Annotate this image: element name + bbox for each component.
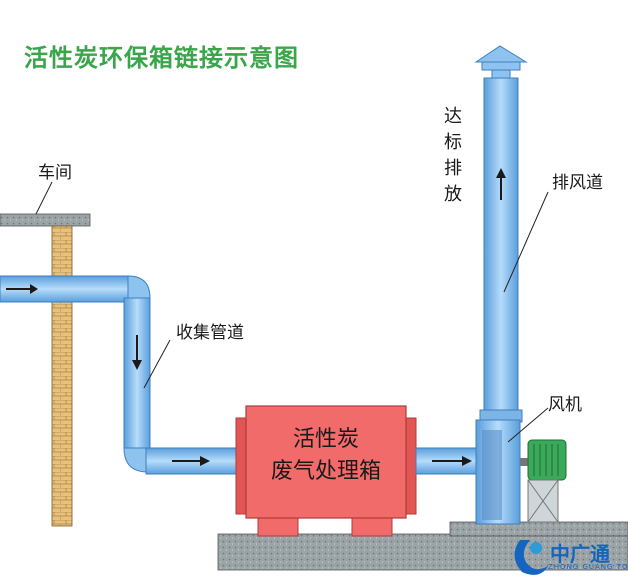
workshop-roof-slab [0,213,91,227]
discharge-char-3: 排 [444,158,462,179]
workshop-leader-line [35,181,53,215]
flow-arrow-inlet-head [30,284,38,294]
collection-pipe-label: 收集管道 [176,323,244,343]
fan-label: 风机 [548,395,582,415]
motor-stand-brace-b [527,479,559,523]
watermark-logo-subtext: ZHONG GUANG TONG [548,563,628,571]
discharge-char-1: 达 [444,106,462,127]
flow-arrow-to-box-head [200,456,210,466]
discharge-vertical-label: 达 标 排 放 [442,104,464,208]
discharge-char-4: 放 [444,184,462,205]
carbon-box-line2: 废气处理箱 [270,459,381,484]
diagram-title: 活性炭环保箱链接示意图 [24,44,299,72]
pipe-collection-vertical [123,297,151,449]
exhaust-duct-leader-line [503,191,549,293]
watermark-logo-text: 中广通 [550,542,610,566]
fan-side-plate [482,430,502,520]
motor-fins [533,444,559,476]
fan-leader-line [507,407,549,443]
exhaust-duct-label: 排风道 [552,173,603,193]
stack-neck [491,69,511,79]
flow-arrow-down-head [132,360,142,370]
workshop-brick-wall [51,225,73,527]
carbon-box-body [245,405,407,519]
pipe-leader-line [143,339,171,389]
exhaust-stack [483,77,519,413]
carbon-box-text: 活性炭 废气处理箱 [246,424,406,488]
stack-rain-cap [474,45,528,63]
stack-cap-plate [481,61,521,71]
discharge-char-2: 标 [444,132,462,153]
flow-arrow-up-head [496,168,506,178]
ground-slab [217,533,628,571]
motor-shaft [520,458,530,466]
carbon-box-line1: 活性炭 [292,427,359,452]
logo-mark-icon [514,540,548,575]
workshop-label: 车间 [38,163,72,183]
flow-arrow-to-fan-head [462,456,472,466]
